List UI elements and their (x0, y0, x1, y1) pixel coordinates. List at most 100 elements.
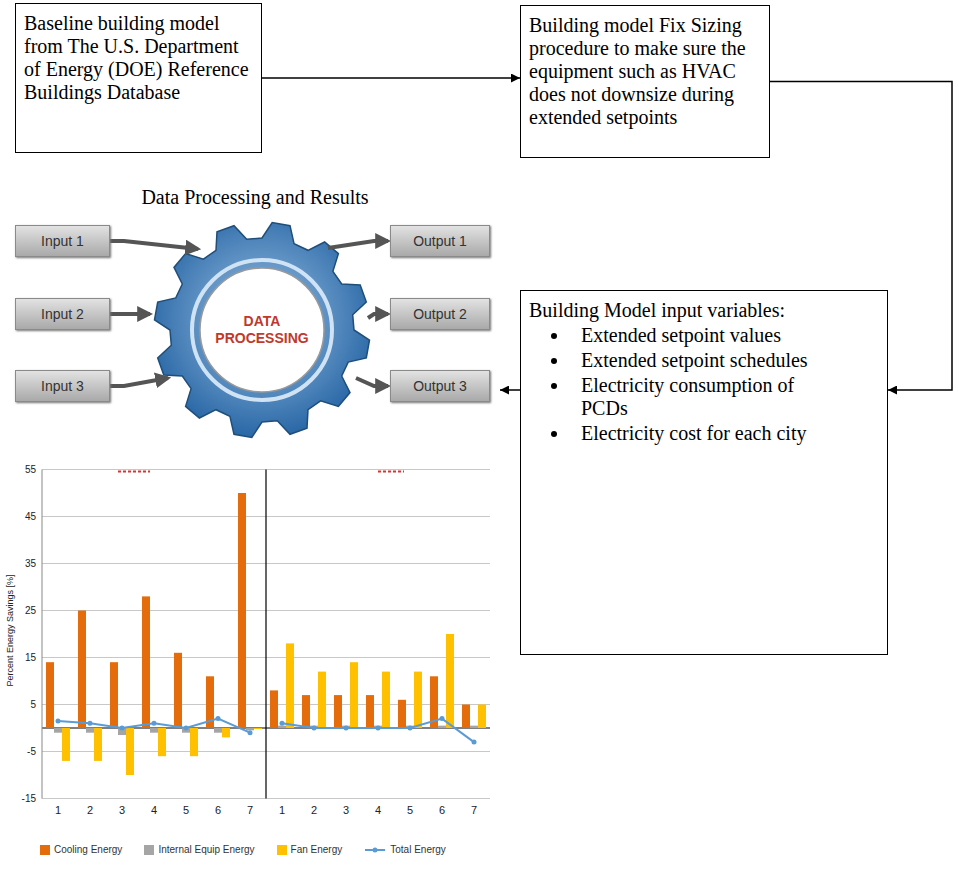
bar (94, 728, 102, 761)
node-text: Data Processing and Results (14, 186, 496, 209)
axis-tick: 25 (12, 605, 36, 617)
output-box: Output 1 (390, 225, 490, 257)
category-label: 6 (210, 804, 226, 816)
bullet-dot (551, 431, 557, 437)
flow-arrow (500, 389, 520, 391)
process-box: Baseline building model from The U.S. De… (15, 3, 262, 153)
bar (270, 690, 278, 728)
bar (142, 596, 150, 728)
bar (286, 643, 294, 728)
input-box: Input 2 (15, 298, 110, 330)
legend: Cooling Energy Internal Equip Energy Fan E… (40, 843, 468, 855)
bar (190, 728, 198, 756)
category-label: 3 (338, 804, 354, 816)
bullet-text: Electricity cost for each city (581, 422, 821, 445)
gear-ring (192, 260, 332, 400)
axis-tick: 55 (12, 464, 36, 476)
category-label: 4 (370, 804, 386, 816)
bar (478, 705, 486, 729)
bar (470, 726, 478, 728)
bullet-text: Extended setpoint schedules (581, 349, 821, 372)
category-label: 2 (82, 804, 98, 816)
bar (446, 634, 454, 728)
bullet-dot (551, 333, 557, 339)
total-marker (216, 716, 221, 721)
legend-item: Cooling Energy (40, 844, 122, 855)
bar (414, 672, 422, 728)
bar (318, 672, 326, 728)
bar (302, 695, 310, 728)
category-label: 1 (274, 804, 290, 816)
axis-tick: 45 (12, 511, 36, 523)
legend-text: Fan Energy (291, 844, 343, 855)
input-arrow (110, 378, 168, 386)
total-marker (56, 718, 61, 723)
group-divider (265, 470, 266, 799)
input-box: Input 3 (15, 370, 110, 402)
bar (366, 695, 374, 728)
input-arrow (110, 241, 198, 249)
bar (86, 728, 94, 733)
input-variables-box: Building Model input variables:Extended … (520, 290, 888, 655)
bar (54, 728, 62, 733)
axis-tick: -5 (12, 746, 36, 758)
legend-line-sample (364, 845, 386, 855)
bullet-text: Extended setpoint values (581, 324, 821, 347)
bullet-item: Electricity cost for each city (529, 422, 821, 445)
process-box: Building model Fix Sizing procedure to m… (520, 5, 770, 158)
bar (438, 726, 446, 728)
input-box: Input 1 (15, 225, 110, 257)
gear-center (200, 268, 324, 392)
y-axis (42, 470, 43, 799)
bullet-item: Electricity consumption of PCDs (529, 374, 821, 420)
node-text: Building Model input variables: (529, 299, 879, 322)
category-label: 5 (178, 804, 194, 816)
bar (158, 728, 166, 756)
flow-arrow (262, 77, 520, 79)
bar (246, 728, 254, 730)
bar (110, 662, 118, 728)
total-marker (376, 726, 381, 731)
bar (382, 672, 390, 728)
legend-item: Internal Equip Energy (144, 844, 254, 855)
bar (462, 705, 470, 729)
bar (214, 728, 222, 733)
legend-text: Internal Equip Energy (158, 844, 254, 855)
total-marker (280, 721, 285, 726)
bar (46, 662, 54, 728)
bar (222, 728, 230, 737)
output-arrow (368, 314, 388, 318)
red-marker (118, 471, 150, 473)
bar (62, 728, 70, 761)
bar (150, 728, 158, 733)
total-marker (88, 721, 93, 726)
bullet-dot (551, 383, 557, 389)
bar (278, 726, 286, 728)
total-marker (312, 726, 317, 731)
output-arrow (356, 378, 388, 386)
bullet-dot (551, 358, 557, 364)
bullet-item: Extended setpoint schedules (529, 349, 821, 372)
total-marker (248, 730, 253, 735)
legend-text: Total Energy (390, 844, 446, 855)
bar (350, 662, 358, 728)
output-box: Output 3 (390, 370, 490, 402)
total-marker (408, 726, 413, 731)
total-marker (440, 716, 445, 721)
category-label: 6 (434, 804, 450, 816)
node-text: Baseline building model from The U.S. De… (24, 12, 253, 104)
category-label: 5 (402, 804, 418, 816)
total-marker (152, 721, 157, 726)
category-label: 1 (50, 804, 66, 816)
category-label: 2 (306, 804, 322, 816)
node-content: Baseline building model from The U.S. De… (24, 12, 253, 104)
total-marker (472, 740, 477, 745)
node-content: Building Model input variables:Extended … (529, 299, 879, 445)
bar (126, 728, 134, 775)
node-text: Building model Fix Sizing procedure to m… (529, 14, 761, 129)
legend-marker (373, 848, 378, 853)
axis-tick: 15 (12, 652, 36, 664)
output-arrow (328, 241, 388, 248)
bar (398, 700, 406, 728)
legend-swatch (40, 845, 50, 855)
